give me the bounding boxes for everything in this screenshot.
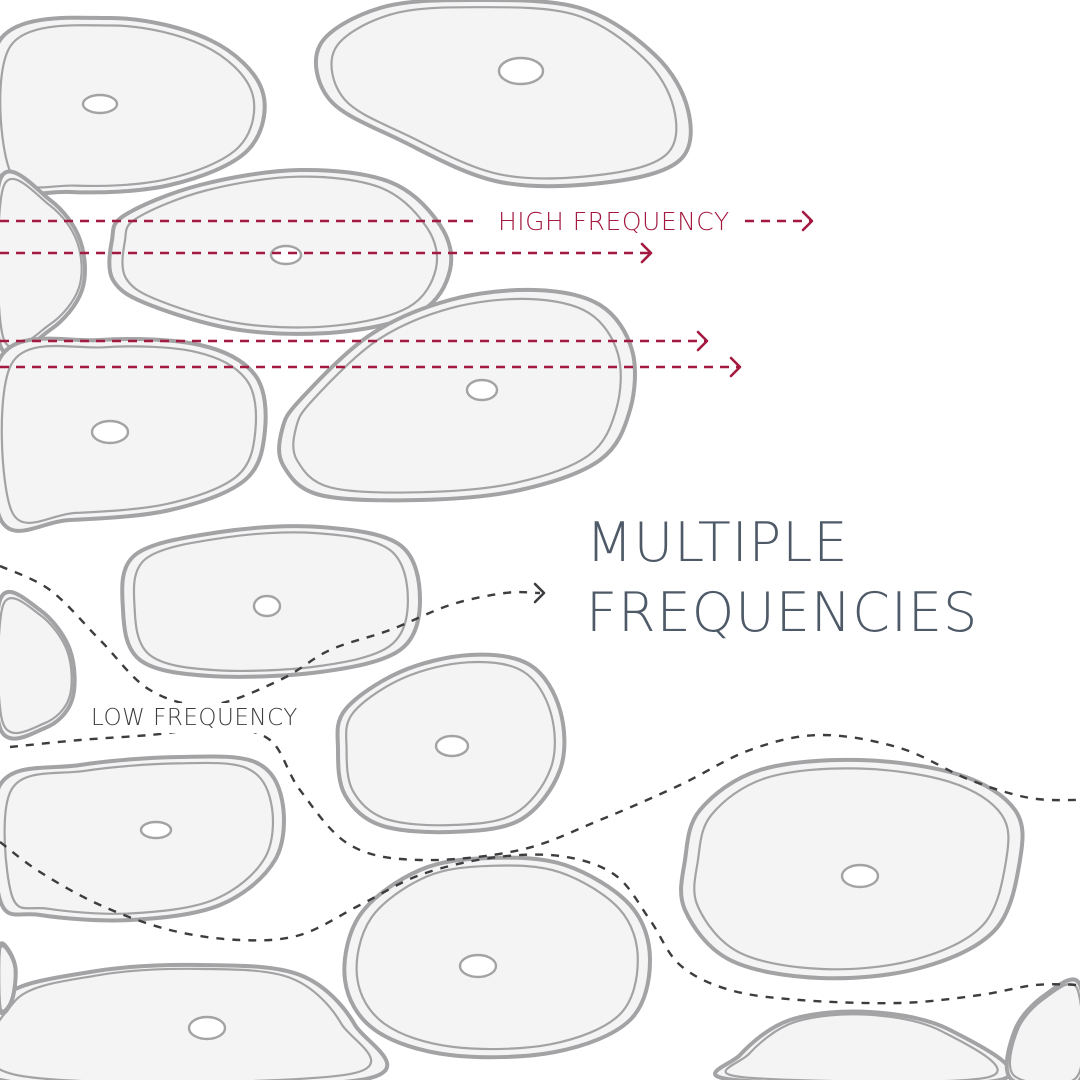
cell-inner-membrane xyxy=(724,1013,999,1080)
high-frequency-arrow xyxy=(0,210,814,232)
title-line-2: FREQUENCIES xyxy=(586,581,979,644)
high-frequency-paths xyxy=(0,210,814,378)
cell xyxy=(0,589,77,741)
cell-inner-membrane xyxy=(355,864,639,1051)
high-frequency-arrow xyxy=(0,330,709,352)
cell-membrane xyxy=(1004,977,1080,1080)
cell-membrane xyxy=(277,287,637,503)
cell-inner-membrane xyxy=(0,344,258,524)
title-line-1: MULTIPLE xyxy=(586,511,849,574)
cell-membrane xyxy=(0,754,286,923)
low-frequency-wave xyxy=(0,841,1080,1005)
cell-nucleus xyxy=(840,863,880,889)
cell-membrane xyxy=(713,1009,1013,1080)
cell-nucleus xyxy=(497,56,545,86)
cell xyxy=(0,941,18,1016)
cell-inner-membrane xyxy=(3,761,275,915)
cell-nucleus xyxy=(252,594,282,618)
cell-inner-membrane xyxy=(121,175,439,329)
arrow-head-icon xyxy=(801,210,814,232)
cell xyxy=(277,287,637,503)
cell xyxy=(314,0,693,189)
cell-inner-membrane xyxy=(330,6,678,180)
cell-inner-membrane xyxy=(0,597,73,735)
cell xyxy=(679,757,1025,981)
cell-inner-membrane xyxy=(1008,982,1080,1080)
cell-nucleus xyxy=(458,953,498,979)
cell-inner-membrane xyxy=(132,531,410,672)
cell xyxy=(0,754,286,923)
low-frequency-arrow xyxy=(0,564,546,707)
low-frequency-label: LOW FREQUENCY xyxy=(91,705,298,731)
cell-nucleus xyxy=(90,419,130,445)
cell-inner-membrane xyxy=(693,767,1010,971)
arrow-head-icon xyxy=(696,330,709,352)
cell xyxy=(0,15,267,197)
high-frequency-label: HIGH FREQUENCY xyxy=(498,207,730,236)
arrow-head-icon xyxy=(533,582,546,604)
cell xyxy=(335,652,567,835)
cell-nucleus xyxy=(139,820,173,840)
cell-inner-membrane xyxy=(292,297,622,494)
arrow-head-icon xyxy=(640,242,653,264)
cell xyxy=(342,855,653,1060)
cell xyxy=(0,962,390,1080)
cell-inner-membrane xyxy=(0,945,17,1012)
cell-nucleus xyxy=(269,244,303,266)
cell-inner-membrane xyxy=(345,660,556,827)
low-frequency-wave xyxy=(0,564,541,707)
low-frequency-arrow xyxy=(0,841,1080,1005)
arrow-head-icon xyxy=(729,356,742,378)
cell-membrane xyxy=(314,0,693,189)
cell-membrane xyxy=(0,336,268,533)
cell xyxy=(120,524,423,679)
cell-nucleus xyxy=(81,93,119,115)
cell-nucleus xyxy=(465,378,499,402)
cell xyxy=(0,169,87,357)
page-title: MULTIPLE FREQUENCIES xyxy=(586,508,978,648)
cell-membrane xyxy=(342,855,653,1060)
cell-membrane xyxy=(0,589,77,741)
cell-inner-membrane xyxy=(0,177,83,349)
high-frequency-label-backing xyxy=(492,205,736,238)
cell-nucleus xyxy=(434,734,470,758)
cell-membrane xyxy=(0,15,267,197)
high-frequency-arrow xyxy=(0,356,742,378)
cell xyxy=(1004,977,1080,1080)
high-frequency-arrow xyxy=(0,242,653,264)
cell xyxy=(713,1009,1013,1080)
cell-nucleus xyxy=(187,1015,227,1041)
low-frequency-label-backing xyxy=(85,703,304,733)
cell xyxy=(0,336,268,533)
cell-inner-membrane xyxy=(0,967,373,1080)
